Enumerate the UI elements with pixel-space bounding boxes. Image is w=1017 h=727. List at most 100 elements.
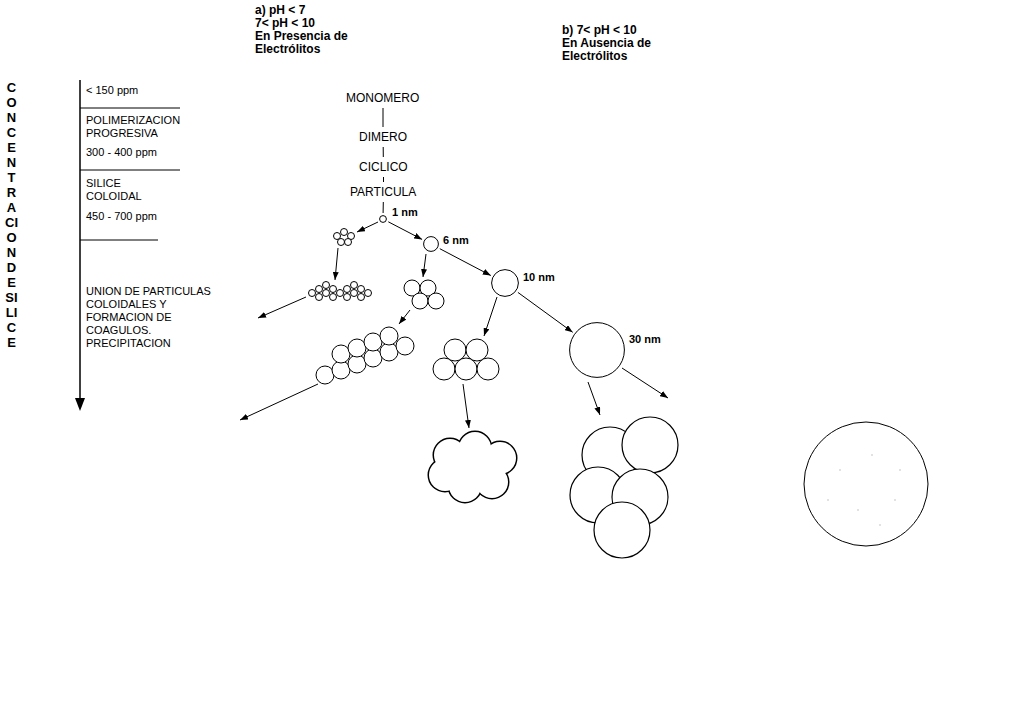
sphere-shading — [827, 454, 901, 526]
six-nm-cluster — [404, 280, 444, 309]
particle — [364, 333, 382, 351]
coagulated-blob — [429, 432, 516, 502]
condition-heading: b) 7< pH < 10 — [562, 24, 637, 37]
particle — [380, 327, 398, 345]
particle — [316, 294, 323, 301]
particle — [455, 358, 477, 380]
particle-circle: 1 nm — [379, 215, 387, 223]
speck — [894, 499, 896, 501]
particle — [348, 339, 366, 357]
particle — [316, 366, 334, 384]
polymerization-link — [383, 202, 384, 213]
particle — [316, 286, 323, 293]
particle — [344, 294, 351, 301]
species-name: CICLICO — [359, 160, 408, 174]
particle — [323, 282, 330, 289]
particle-circle: 6 nm — [423, 236, 439, 252]
axis-arrowhead — [75, 398, 85, 411]
arrow — [588, 382, 600, 415]
particle-outline — [423, 236, 439, 252]
arrow — [399, 310, 410, 324]
particle — [351, 290, 358, 297]
particle — [351, 282, 358, 289]
particle — [358, 286, 365, 293]
particle — [358, 294, 365, 301]
species-name: PARTICULA — [350, 185, 417, 199]
arrow — [357, 222, 378, 232]
size-label: 1 nm — [392, 206, 418, 219]
particle — [466, 339, 488, 361]
particle — [428, 293, 444, 309]
condition-heading: 7< pH < 10 — [255, 17, 315, 30]
particle — [364, 349, 382, 367]
particle-outline — [491, 269, 519, 297]
species-name: DIMERO — [359, 130, 407, 144]
species-name: MONOMERO — [346, 91, 420, 105]
size-label: 10 nm — [523, 271, 555, 284]
arrow — [622, 368, 668, 398]
species-label-box: DIMERO — [356, 129, 410, 145]
particle — [330, 294, 337, 301]
axis-tick — [80, 170, 180, 171]
arrow — [258, 297, 306, 318]
particle-chain — [316, 327, 414, 384]
stage-name: POLIMERIZACION PROGRESIVA — [86, 114, 211, 140]
axis-tick — [80, 240, 158, 241]
axis-tick — [80, 108, 180, 109]
small-cluster — [334, 229, 355, 246]
growth-arrows — [240, 222, 668, 428]
particle — [477, 358, 499, 380]
polymerization-link — [383, 177, 384, 182]
growth-arrow — [518, 292, 573, 332]
particle-outline — [569, 322, 625, 378]
condition-heading: a) pH < 7 — [255, 4, 305, 17]
species-label-box: MONOMERO — [343, 90, 423, 106]
arrow — [335, 248, 338, 280]
particle — [338, 239, 345, 246]
large-sphere — [804, 422, 928, 546]
axis-title: CONCENTRACION DE SILICE — [5, 80, 18, 350]
speck — [899, 469, 901, 471]
concentration-range: 300 - 400 ppm — [86, 146, 157, 159]
speck — [857, 509, 859, 511]
particle-outline — [379, 215, 387, 223]
speck — [839, 469, 841, 471]
growth-arrow — [440, 249, 491, 276]
particle — [380, 343, 398, 361]
particle — [337, 290, 344, 297]
arrow — [484, 297, 497, 336]
particle — [330, 286, 337, 293]
particle-shape — [424, 237, 439, 252]
arrow — [423, 254, 426, 277]
particle — [622, 417, 678, 473]
particle — [412, 293, 428, 309]
arrow — [463, 384, 469, 428]
particle-circle: 30 nm — [569, 322, 625, 378]
speck — [871, 454, 873, 456]
concentration-range: 450 - 700 ppm — [86, 210, 157, 223]
particle — [309, 290, 316, 297]
growth-arrow — [388, 222, 422, 240]
thirty-nm-cluster — [570, 417, 678, 558]
large-particle — [804, 422, 928, 546]
particle — [348, 355, 366, 373]
particle — [332, 345, 350, 363]
particle — [332, 361, 350, 379]
particle-shape — [492, 270, 519, 297]
particle — [365, 290, 372, 297]
polymerization-link — [383, 147, 384, 157]
condition-heading: En Ausencia de Electrólitos — [562, 37, 667, 63]
ten-nm-cluster — [433, 339, 499, 380]
speck — [827, 499, 829, 501]
concentration-range: < 150 ppm — [86, 84, 138, 97]
tiny-particle-network — [309, 282, 372, 301]
particle — [344, 286, 351, 293]
stage-name: UNION DE PARTICULAS COLOIDALES Y FORMACI… — [86, 285, 228, 350]
blob-fill — [450, 448, 490, 488]
particle-shape — [380, 216, 387, 223]
particle — [594, 502, 650, 558]
particle-shape — [570, 323, 625, 378]
